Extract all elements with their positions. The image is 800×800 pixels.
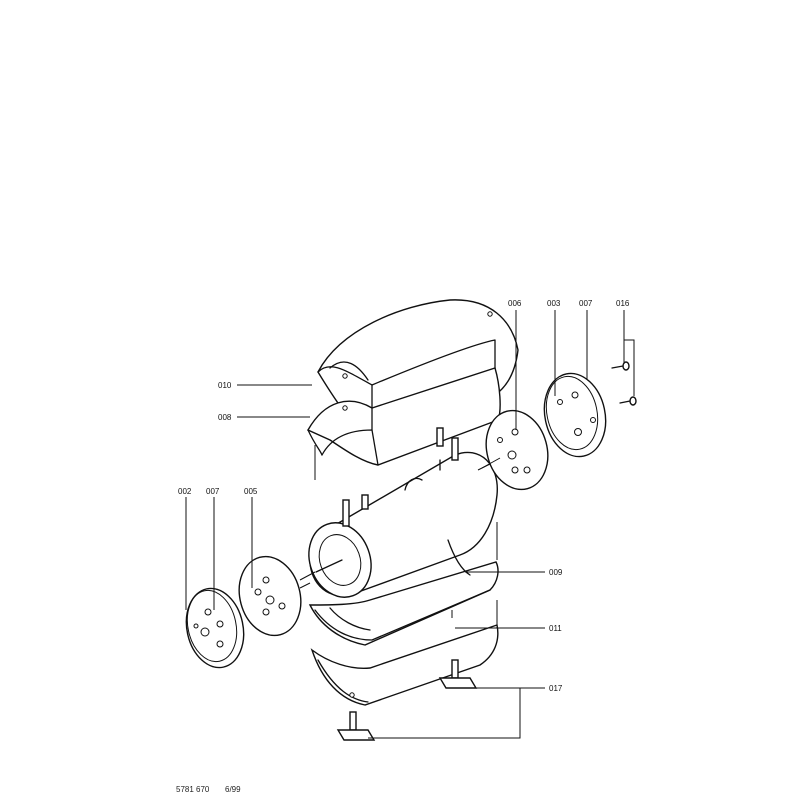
label-part-016: 016 [616, 299, 630, 308]
sensor-sleeve [436, 427, 444, 447]
cover-003-with-gasket-007 [543, 372, 607, 458]
label-part-009: 009 [549, 568, 563, 577]
alignment-line [481, 457, 501, 469]
label-part-010: 010 [218, 381, 232, 390]
doc-number: 5781 670 [176, 785, 210, 794]
label-part-017: 017 [549, 684, 563, 693]
label-part-006: 006 [508, 299, 522, 308]
doc-date: 6/99 [225, 785, 241, 794]
foot-017-left [336, 711, 376, 741]
pipe-connection-left [342, 499, 350, 527]
cover-002-with-gasket-007 [185, 587, 245, 669]
alignment-line [299, 582, 311, 589]
lower-insulation-shell-009 [308, 522, 499, 646]
pipe-connection-top [451, 437, 459, 461]
label-part-005: 005 [244, 487, 258, 496]
label-part-011: 011 [549, 624, 562, 633]
leader-lines [185, 310, 635, 739]
label-part-007-right: 007 [579, 299, 593, 308]
label-part-003: 003 [547, 299, 561, 308]
label-part-007-left: 007 [206, 487, 220, 496]
flange-006 [485, 409, 549, 491]
screws-016 [611, 361, 637, 406]
flange-005 [238, 555, 302, 637]
upper-insulation-shell-008 [307, 367, 501, 480]
lower-insulation-shell-011 [310, 600, 499, 706]
label-part-008: 008 [218, 413, 232, 422]
label-part-002: 002 [178, 487, 192, 496]
pipe-connection-mid [361, 494, 369, 510]
